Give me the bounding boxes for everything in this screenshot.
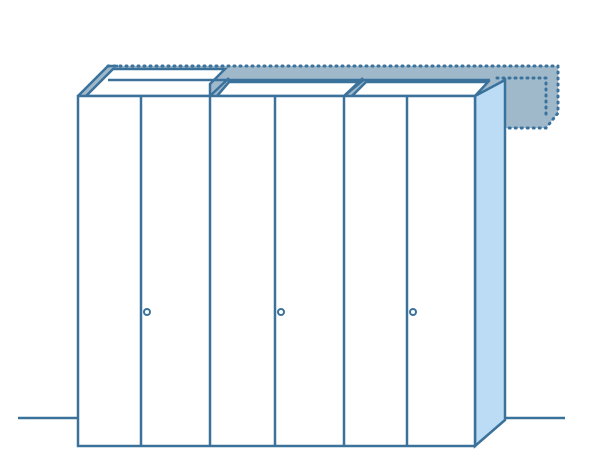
top-face-section-2: [214, 80, 365, 98]
top-extension-dotted-edge: [106, 64, 560, 130]
cabinet-front: [76, 94, 477, 448]
door-knobs: [143, 308, 417, 316]
door-knob-1: [143, 308, 151, 316]
door-dividers: [139, 96, 409, 446]
cabinet-side-panel: [473, 77, 507, 449]
top-extension-dotted-inner: [495, 76, 548, 120]
top-face-section-3: [348, 80, 491, 98]
top-face-front-edge: [77, 64, 118, 97]
door-knob-3: [409, 308, 417, 316]
door-knob-2: [277, 308, 285, 316]
